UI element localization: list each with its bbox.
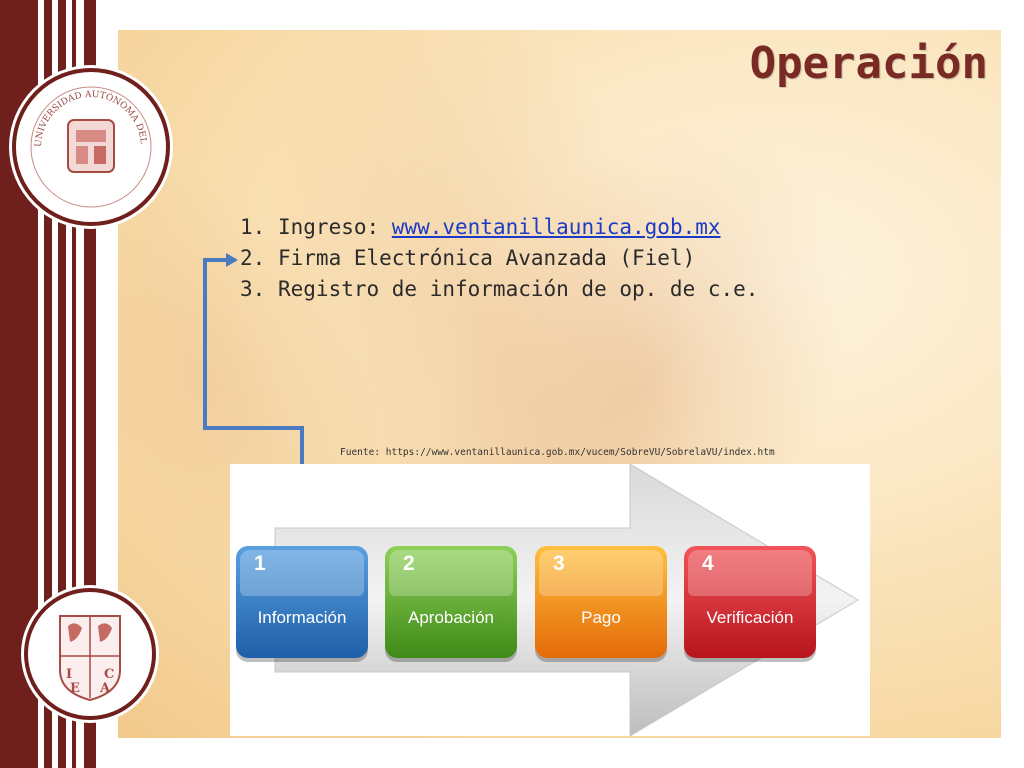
list-item: 1. Ingreso: www.ventanillaunica.gob.mx	[240, 212, 758, 243]
list-item-label: Firma Electrónica Avanzada (Fiel)	[278, 246, 696, 270]
step-label: Información	[257, 608, 347, 627]
step-label: Pago	[581, 608, 621, 627]
list-number: 1.	[240, 215, 266, 239]
list-item: 3. Registro de información de op. de c.e.	[240, 274, 758, 305]
svg-text:I: I	[66, 667, 72, 682]
process-step-verificacion: 4 Verificación	[684, 546, 816, 658]
svg-text:C: C	[104, 667, 114, 682]
source-citation: Fuente: https://www.ventanillaunica.gob.…	[340, 447, 775, 458]
svg-text:E: E	[70, 681, 80, 696]
icea-crest-icon: I C E A	[59, 615, 121, 702]
ventanilla-link[interactable]: www.ventanillaunica.gob.mx	[391, 215, 721, 239]
step-number: 2	[403, 552, 415, 575]
list-item-label: Registro de información de op. de c.e.	[278, 277, 759, 301]
list-item-label: Ingreso:	[278, 215, 392, 239]
step-label: Verificación	[706, 608, 794, 627]
step-number: 4	[702, 552, 714, 575]
steps-list: 1. Ingreso: www.ventanillaunica.gob.mx 2.…	[240, 212, 758, 305]
step-number: 3	[553, 552, 565, 575]
list-item: 2. Firma Electrónica Avanzada (Fiel)	[240, 243, 758, 274]
icea-seal: I C E A	[24, 588, 156, 720]
process-step-pago: 3 Pago	[535, 546, 667, 658]
step-number: 1	[254, 552, 266, 575]
step-label: Aprobación	[407, 608, 494, 627]
list-number: 2.	[240, 246, 266, 270]
university-seal: UNIVERSIDAD AUTÓNOMA DEL ESTADO DE HIDAL…	[12, 65, 170, 226]
process-step-informacion: 1 Información	[236, 546, 368, 658]
slide-title: Operación	[749, 38, 988, 89]
svg-text:A: A	[99, 681, 111, 696]
process-step-aprobacion: 2 Aprobación	[385, 546, 517, 658]
list-number: 3.	[240, 277, 266, 301]
university-seal-icon: UNIVERSIDAD AUTÓNOMA DEL ESTADO DE HIDAL…	[12, 65, 152, 208]
process-diagram: 1 Información 2 Aprobación 3 Pago 4 Veri…	[230, 464, 870, 736]
